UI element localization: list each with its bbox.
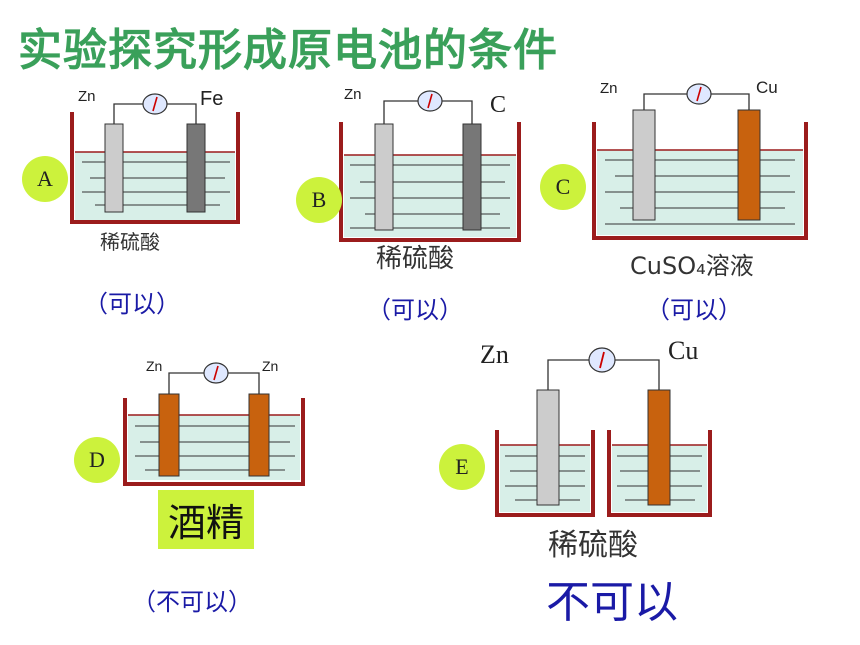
galvanometer-icon (588, 347, 616, 373)
wire (113, 103, 143, 124)
option-badge: A (22, 156, 68, 202)
page-title: 实验探究形成原电池的条件 (18, 25, 558, 76)
galvanometer-icon (142, 93, 168, 115)
result-label: （可以） (646, 296, 742, 324)
electrolyte-label: CuSO₄溶液 (630, 252, 754, 280)
option-badge: B (296, 177, 342, 223)
electrolyte-label: 稀硫酸 (548, 528, 638, 563)
option-badge: C (540, 164, 586, 210)
galvanometer-icon (203, 362, 229, 384)
zinc-electrode (536, 389, 560, 506)
option-badge: D (74, 437, 120, 483)
left-electrode-label: Zn (480, 340, 509, 369)
electrolyte-liquid (75, 152, 235, 220)
electrolyte-label: 稀硫酸 (100, 230, 160, 254)
right-electrode-label: Zn (262, 358, 279, 374)
galvanometer-icon (686, 83, 712, 105)
left-electrode-label: Zn (146, 358, 163, 374)
copper-electrode (647, 389, 671, 506)
beaker (339, 122, 521, 242)
left-electrode-label: Zn (600, 80, 618, 97)
beaker (123, 398, 305, 486)
right-electrode-label: Fe (200, 88, 224, 110)
beaker (70, 112, 240, 224)
beaker (607, 430, 712, 517)
result-label: 不可以 (546, 577, 678, 628)
electrolyte-label: 酒精 (158, 490, 255, 549)
left-electrode-label: Zn (344, 86, 362, 103)
beaker (495, 430, 595, 517)
right-electrode-label: C (490, 92, 507, 118)
result-label: （可以） (84, 290, 180, 318)
right-electrode-label: Cu (668, 336, 699, 365)
left-electrode-label: Zn (78, 88, 96, 105)
beaker (592, 122, 808, 240)
result-label: （可以） (367, 296, 463, 324)
right-electrode-label: Cu (756, 78, 778, 97)
electrolyte-label: 稀硫酸 (376, 244, 455, 274)
result-label: （不可以） (132, 588, 252, 616)
option-badge: E (439, 444, 485, 490)
galvanometer-icon (417, 90, 443, 112)
